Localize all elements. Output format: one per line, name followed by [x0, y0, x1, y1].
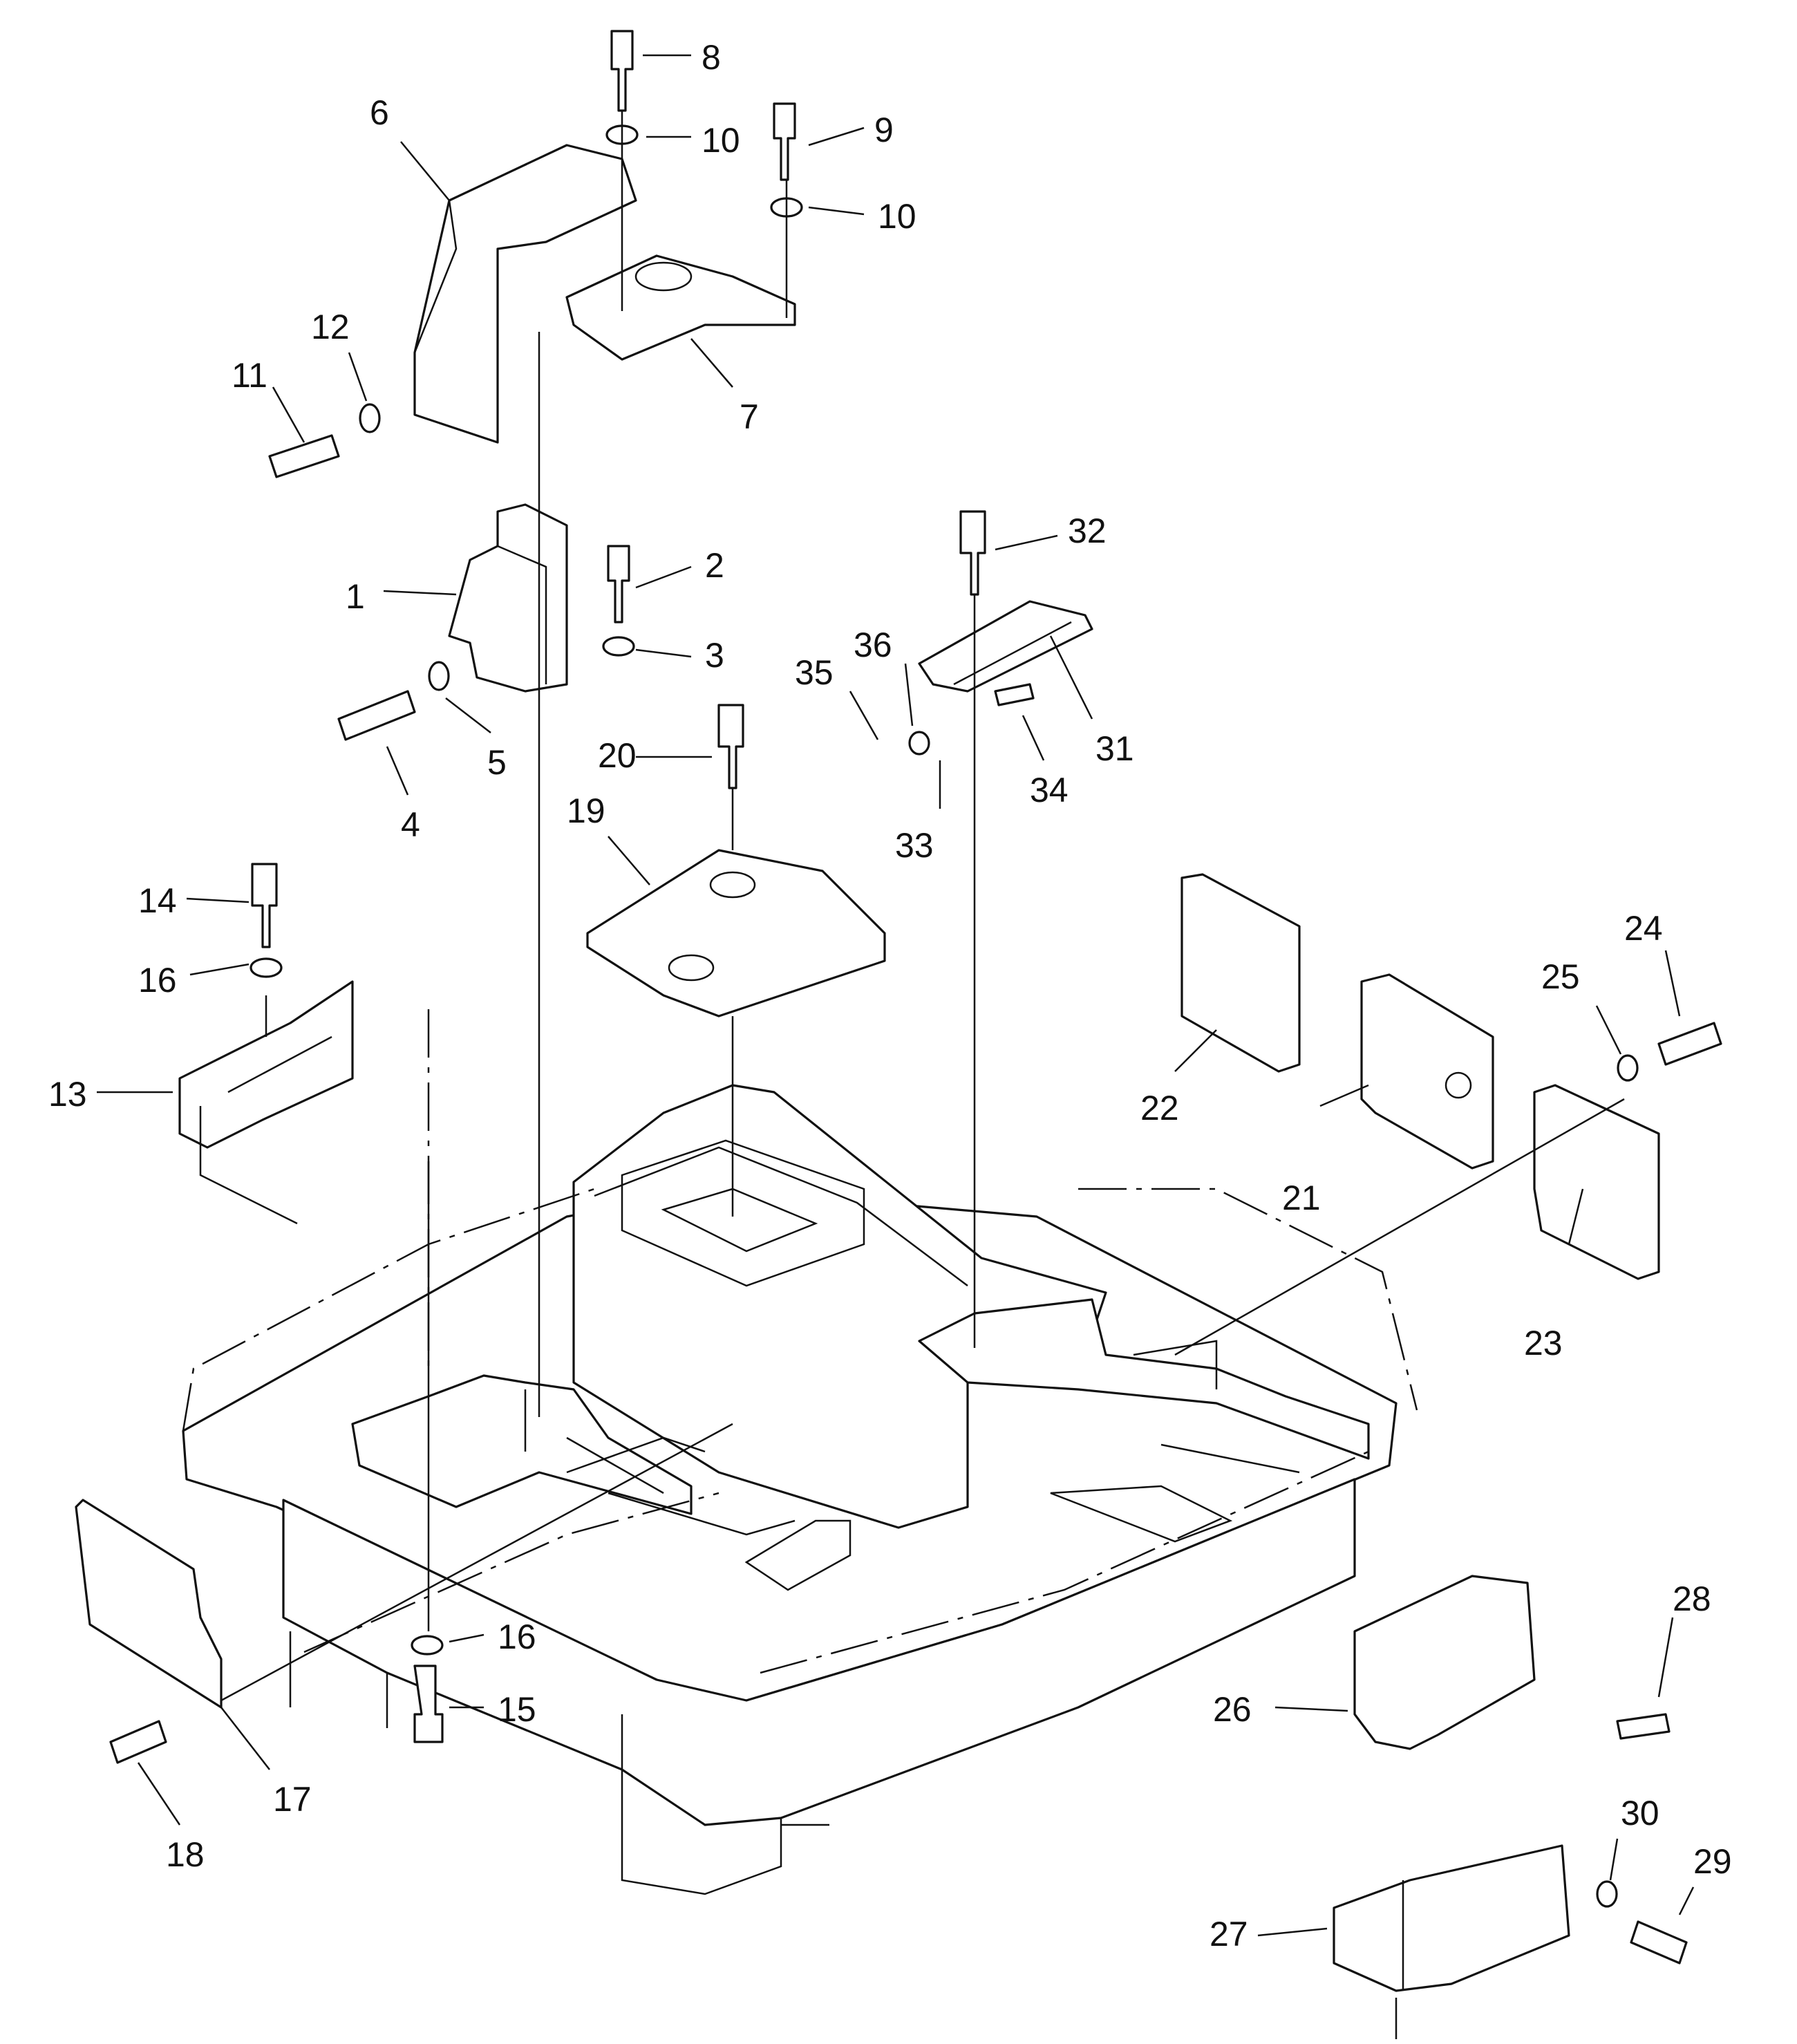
callout-20: 20: [598, 736, 637, 775]
callout-27: 27: [1210, 1915, 1248, 1953]
part-13-guard: [178, 980, 354, 1225]
part-31-hinge: [918, 600, 1093, 693]
callout-21: 21: [1282, 1179, 1321, 1217]
callout-9: 9: [874, 111, 894, 149]
callout-31: 31: [1095, 729, 1134, 768]
part-6-bracket: [413, 144, 637, 444]
callout-7: 7: [740, 397, 759, 436]
callout-15: 15: [498, 1690, 536, 1729]
callout-2: 2: [705, 546, 724, 585]
callout-10b: 10: [878, 197, 916, 236]
callout-24: 24: [1624, 909, 1663, 948]
main-frame: [182, 1009, 1418, 1895]
part-1-bracket: [448, 503, 568, 693]
part-22-panel: [1180, 873, 1301, 1073]
callout-1: 1: [346, 577, 365, 616]
part-19-plate: [586, 849, 886, 1018]
alignment-lines: [220, 111, 1625, 1702]
callout-12: 12: [311, 308, 350, 346]
part-26-cover: [1353, 1575, 1536, 1750]
callout-33: 33: [895, 826, 934, 865]
callout-6: 6: [370, 93, 389, 132]
callout-16a: 16: [138, 961, 177, 1000]
callout-8: 8: [702, 38, 721, 77]
callout-18: 18: [166, 1835, 205, 1874]
fasteners: [109, 30, 1722, 1965]
callout-34: 34: [1030, 771, 1069, 809]
callout-14: 14: [138, 881, 177, 920]
callout-10a: 10: [702, 121, 740, 160]
callout-35: 35: [795, 653, 834, 692]
callout-29: 29: [1693, 1842, 1732, 1881]
part-23-panel: [1533, 1084, 1660, 1280]
callout-19: 19: [567, 791, 605, 830]
callout-16b: 16: [498, 1618, 536, 1656]
callout-30: 30: [1621, 1794, 1659, 1832]
callout-28: 28: [1673, 1579, 1711, 1618]
part-17-cover: [75, 1499, 223, 1709]
part-27-box: [1333, 1844, 1570, 2039]
callouts: 1 2 3 4 5 6 7 8 9 10 10 11 12 13 14 15 1…: [48, 38, 1732, 1953]
callout-13: 13: [48, 1075, 87, 1114]
callout-11: 11: [232, 356, 267, 395]
callout-17: 17: [273, 1780, 312, 1819]
part-7-plate: [565, 254, 796, 361]
part-21-panel: [1360, 973, 1494, 1170]
callout-22: 22: [1140, 1089, 1179, 1127]
callout-3: 3: [705, 636, 724, 675]
callout-23: 23: [1524, 1324, 1563, 1362]
callout-4: 4: [401, 805, 420, 844]
callout-32: 32: [1068, 512, 1107, 550]
callout-5: 5: [487, 743, 507, 782]
callout-26: 26: [1213, 1690, 1252, 1729]
callout-25: 25: [1541, 957, 1580, 996]
callout-36: 36: [854, 626, 892, 664]
